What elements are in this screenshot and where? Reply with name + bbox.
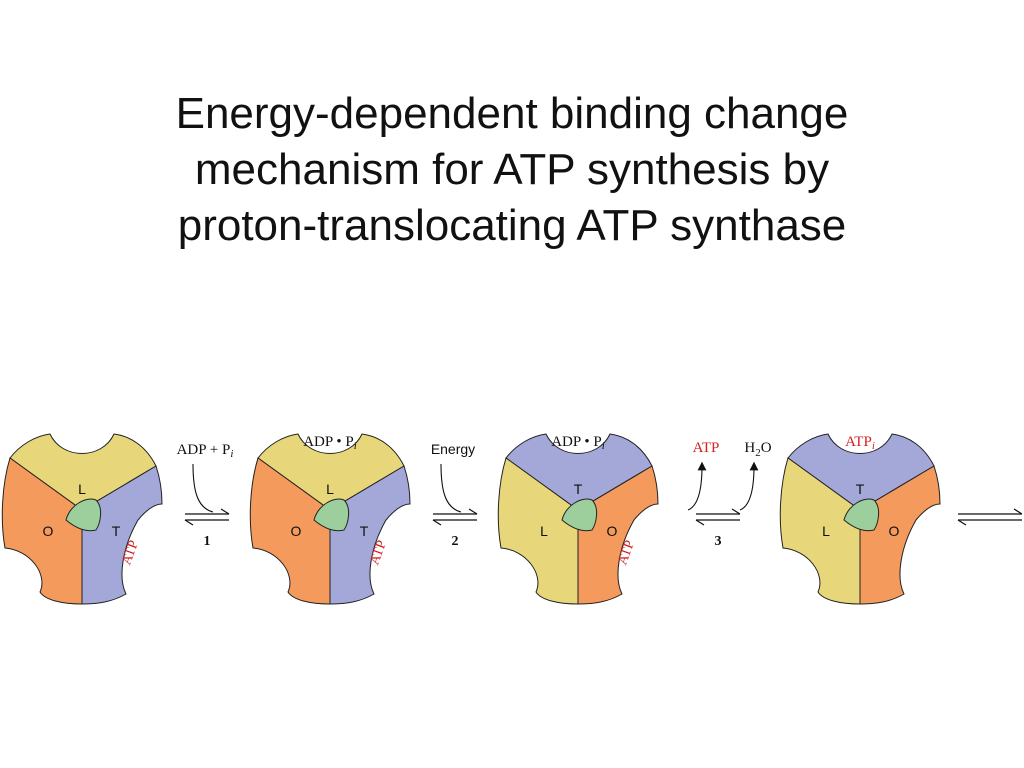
- gamma-shaft: [843, 498, 880, 532]
- top-subunit-L: [9, 433, 157, 511]
- top-site-label: ADP • Pi: [551, 434, 605, 452]
- right-subunit-label: T: [360, 523, 369, 539]
- top-site-label: ATPi: [845, 434, 875, 452]
- step-number: 2: [452, 534, 459, 549]
- top-subunit-L: [257, 433, 405, 511]
- right-subunit-O: [577, 465, 659, 605]
- step-4: [957, 508, 1023, 526]
- left-subunit-label: O: [43, 523, 54, 539]
- gamma-shaft: [561, 498, 598, 532]
- left-subunit-L: [497, 457, 579, 605]
- right-subunit-O: [859, 465, 941, 605]
- step-1: 1 ADP + Pi: [177, 442, 234, 549]
- left-subunit-label: L: [540, 523, 548, 539]
- title-line-3: proton-translocating ATP synthase: [177, 201, 847, 250]
- right-subunit-T: [329, 465, 411, 605]
- page-title: Energy-dependent binding change mechanis…: [0, 86, 1024, 254]
- step-output-1: ATP: [693, 440, 720, 456]
- right-subunit-T: [81, 465, 163, 605]
- right-subunit-label: T: [112, 523, 121, 539]
- top-subunit-label: T: [574, 481, 583, 497]
- left-subunit-label: O: [291, 523, 302, 539]
- step-2: 2 Energy: [431, 441, 478, 549]
- top-site-label: ADP • Pi: [303, 434, 357, 452]
- right-subunit-label: O: [607, 523, 618, 539]
- step-output-2: H2O: [744, 440, 771, 459]
- top-subunit-label: T: [856, 481, 865, 497]
- top-subunit-label: L: [326, 481, 334, 497]
- right-subunit-label: O: [889, 523, 900, 539]
- title-line-1: Energy-dependent binding change: [175, 89, 849, 138]
- gamma-shaft: [65, 498, 102, 532]
- step-3: 3 ATP H2O: [687, 440, 772, 549]
- left-subunit-O: [249, 457, 331, 605]
- step-number: 1: [204, 534, 211, 549]
- complex-4: T L O ATPi: [779, 433, 941, 605]
- gamma-shaft: [313, 498, 350, 532]
- step-number: 3: [715, 534, 722, 549]
- left-subunit-L: [779, 457, 861, 605]
- top-subunit-T: [505, 433, 653, 511]
- top-subunit-label: L: [78, 481, 86, 497]
- title-line-2: mechanism for ATP synthesis by: [194, 145, 830, 194]
- step-input-label: Energy: [431, 441, 475, 457]
- left-subunit-O: [1, 457, 83, 605]
- top-subunit-T: [787, 433, 935, 511]
- left-subunit-label: L: [822, 523, 830, 539]
- step-input-label: ADP + Pi: [177, 442, 234, 460]
